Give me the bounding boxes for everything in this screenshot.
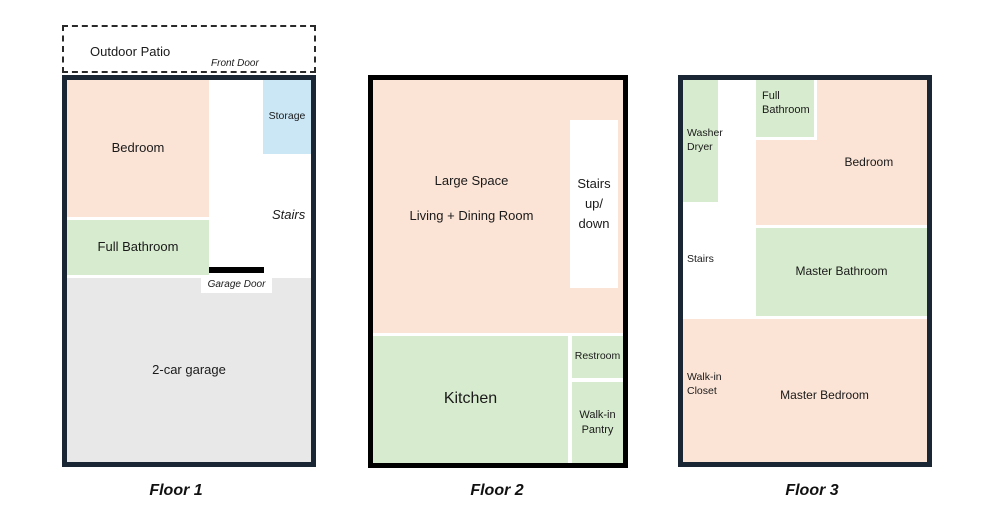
front-door-label: Front Door xyxy=(207,58,263,69)
stairs-label-floor1: Stairs xyxy=(272,207,306,222)
floor-2-plan: Large Space Living + Dining Room Stairs … xyxy=(368,75,628,468)
room-walkin-pantry: Walk-in Pantry xyxy=(572,382,623,463)
stairs-label-floor2: Stairs up/ down xyxy=(577,175,611,232)
living-label-line2: Living + Dining Room xyxy=(409,207,534,223)
room-kitchen: Kitchen xyxy=(373,336,568,463)
stairs-area-floor2: Stairs up/ down xyxy=(570,120,618,288)
room-walkin-pantry-label: Walk-in Pantry xyxy=(579,409,616,436)
room-garage-label: 2-car garage xyxy=(152,361,226,377)
floor-3-plan: Washer Dryer Bedroom Full Bathroom Stair… xyxy=(678,75,932,467)
floor-2-caption: Floor 2 xyxy=(470,482,524,499)
floor-3-caption: Floor 3 xyxy=(785,482,839,499)
room-master-bedroom: Walk-in Closet Master Bedroom xyxy=(683,319,927,462)
room-storage: Storage xyxy=(263,80,311,154)
room-master-bathroom-label: Master Bathroom xyxy=(795,264,888,279)
room-garage: 2-car garage xyxy=(67,278,311,462)
room-storage-label: Storage xyxy=(268,110,306,123)
outdoor-patio-area: Outdoor Patio xyxy=(62,25,316,73)
garage-door-label: Garage Door xyxy=(201,276,272,293)
room-living-dining-labels: Large Space Living + Dining Room xyxy=(373,173,570,225)
living-label-line1: Large Space xyxy=(434,173,509,188)
outdoor-patio-label: Outdoor Patio xyxy=(90,44,171,59)
room-full-bathroom-floor1-label: Full Bathroom xyxy=(97,239,179,255)
room-washer-dryer-label: Washer Dryer xyxy=(687,127,723,153)
room-washer-dryer: Washer Dryer xyxy=(683,80,723,202)
floor-1-caption: Floor 1 xyxy=(149,482,203,499)
room-master-bedroom-label: Master Bedroom xyxy=(780,388,869,403)
room-full-bathroom-floor3-label: Full Bathroom xyxy=(762,90,810,117)
garage-door-bar xyxy=(209,267,264,273)
room-master-bathroom: Master Bathroom xyxy=(756,228,927,316)
stairs-label-floor3: Stairs xyxy=(687,253,714,265)
room-kitchen-label: Kitchen xyxy=(443,390,498,408)
walkin-closet-label: Walk-in Closet xyxy=(687,371,722,397)
room-bedroom-floor1: Bedroom xyxy=(67,80,209,217)
room-full-bathroom-floor3: Full Bathroom xyxy=(756,80,817,140)
room-bedroom-floor3-label: Bedroom xyxy=(844,154,894,169)
room-bedroom-floor1-label: Bedroom xyxy=(111,140,165,156)
room-full-bathroom-floor1: Full Bathroom xyxy=(67,220,209,275)
room-restroom-label: Restroom xyxy=(574,350,621,363)
room-restroom: Restroom xyxy=(572,336,623,378)
floor-1-plan: Bedroom Storage Stairs Full Bathroom 2-c… xyxy=(62,75,316,467)
